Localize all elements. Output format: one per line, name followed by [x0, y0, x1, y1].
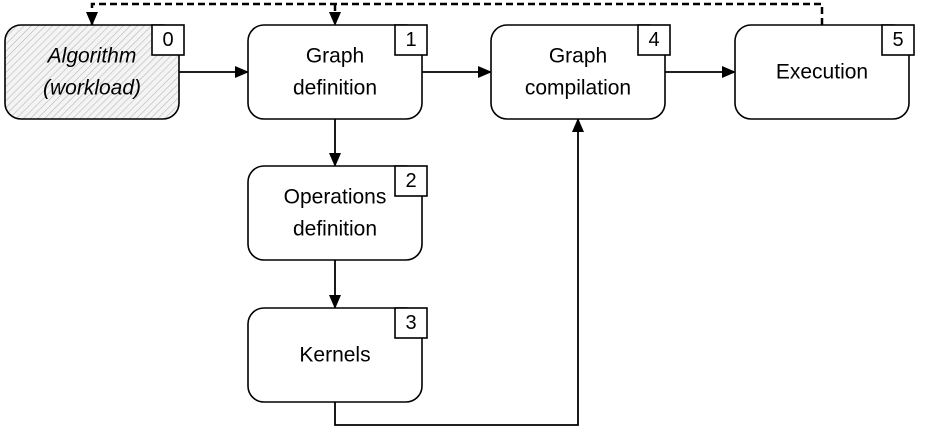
node-box	[247, 307, 423, 403]
node-label: Operations	[284, 186, 387, 209]
node-graph-definition: Graph definition 1	[247, 24, 428, 120]
node-algorithm: Algorithm (workload) 0	[4, 24, 185, 120]
node-number-badge: 2	[394, 165, 428, 197]
node-label: Algorithm	[46, 45, 137, 68]
node-label: Graph	[549, 45, 607, 68]
node-label: Graph	[306, 45, 364, 68]
node-kernels: Kernels 3	[247, 307, 428, 403]
node-label: Kernels	[299, 344, 370, 367]
node-box	[247, 165, 423, 261]
node-graph-compilation: Graph compilation 4	[490, 24, 671, 120]
node-label: definition	[293, 218, 377, 241]
node-number-badge: 4	[637, 24, 671, 56]
edges-layer	[86, 2, 824, 426]
badge-number: 5	[892, 29, 903, 51]
node-number-badge: 3	[394, 307, 428, 339]
node-execution: Execution 5	[734, 24, 915, 120]
edge-execution-to-algorithm	[86, 2, 824, 26]
node-box	[247, 24, 423, 120]
node-box	[734, 24, 910, 120]
node-number-badge: 0	[151, 24, 185, 56]
node-operations-definition: Operations definition 2	[247, 165, 428, 261]
node-number-badge: 5	[881, 24, 915, 56]
node-number-badge: 1	[394, 24, 428, 56]
node-box	[4, 24, 180, 120]
badge-number: 4	[648, 29, 659, 51]
badge-number: 2	[405, 170, 416, 192]
node-label: Execution	[776, 61, 868, 84]
badge-number: 1	[405, 29, 416, 51]
node-box	[490, 24, 666, 120]
badge-number: 3	[405, 312, 416, 334]
edge-kernels-to-graph-compilation	[334, 118, 584, 426]
badge-number: 0	[162, 29, 173, 51]
node-label: definition	[293, 77, 377, 100]
node-label: compilation	[525, 77, 631, 100]
node-label: (workload)	[43, 77, 141, 100]
